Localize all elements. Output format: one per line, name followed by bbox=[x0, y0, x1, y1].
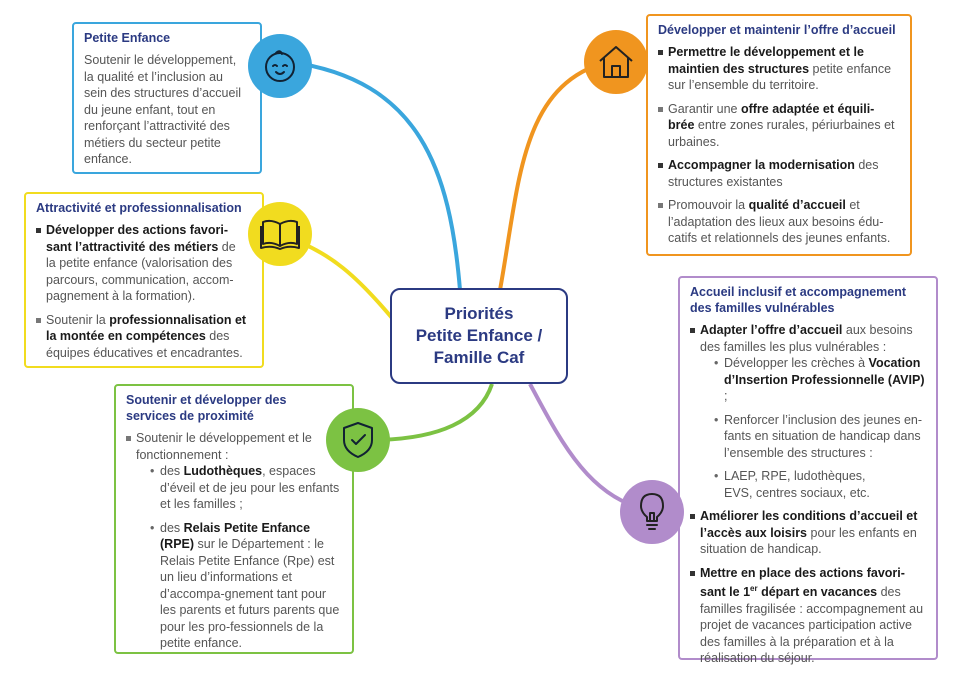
inclusif-sub-1: Développer les crèches à Vocation d’Inse… bbox=[712, 355, 926, 405]
attractivite-item-1: Développer des actions favori-sant l’att… bbox=[36, 222, 252, 305]
proximite-sub-1: des Ludothèques, espaces d’éveil et de j… bbox=[148, 463, 342, 513]
offre-item-2: Garantir une offre adaptée et équili-bré… bbox=[658, 101, 900, 151]
inclusif-title: Accueil inclusif et accompagnement des f… bbox=[690, 285, 907, 315]
lightbulb-icon bbox=[620, 480, 684, 544]
inclusif-item-2: Améliorer les conditions d’accueil et l’… bbox=[690, 508, 926, 558]
petite-enfance-title: Petite Enfance bbox=[84, 31, 171, 45]
central-title-box: Priorités Petite Enfance / Famille Caf bbox=[390, 288, 568, 384]
proximite-title: Soutenir et développer des services de p… bbox=[126, 393, 287, 423]
offre-item-3: Accompagner la modernisation des structu… bbox=[658, 157, 900, 190]
attractivite-card: Attractivité et professionnalisation Dév… bbox=[24, 192, 264, 368]
connector-blue bbox=[289, 60, 462, 291]
connector-orange bbox=[498, 58, 616, 291]
proximite-card: Soutenir et développer des services de p… bbox=[114, 384, 354, 654]
attractivite-item-2: Soutenir la professionnalisation et la m… bbox=[36, 312, 252, 362]
inclusif-card: Accueil inclusif et accompagnement des f… bbox=[678, 276, 938, 665]
attractivite-title: Attractivité et professionnalisation bbox=[36, 201, 242, 215]
open-book-icon bbox=[248, 202, 312, 266]
petite-enfance-card: Petite Enfance Soutenir le développement… bbox=[72, 22, 262, 174]
petite-enfance-text: Soutenir le développement, la qualité et… bbox=[84, 53, 242, 166]
proximite-sub-2: des Relais Petite Enfance (RPE) sur le D… bbox=[148, 520, 342, 652]
offre-title: Développer et maintenir l’offre d’accuei… bbox=[658, 23, 896, 37]
center-line-2: Petite Enfance / bbox=[415, 326, 543, 345]
shield-check-icon bbox=[326, 408, 390, 472]
inclusif-sub-3: LAEP, RPE, ludothèques, EVS, centres soc… bbox=[712, 468, 926, 501]
inclusif-item-3: Mettre en place des actions favori-sant … bbox=[690, 565, 926, 667]
offre-card: Développer et maintenir l’offre d’accuei… bbox=[646, 14, 912, 256]
inclusif-item-1: Adapter l’offre d’accueil aux besoins de… bbox=[690, 322, 926, 501]
inclusif-sub-2: Renforcer l’inclusion des jeunes en-fant… bbox=[712, 412, 926, 462]
baby-face-icon bbox=[248, 34, 312, 98]
house-icon bbox=[584, 30, 648, 94]
proximite-item-1: Soutenir le développement et le fonction… bbox=[126, 430, 342, 652]
center-line-3: Famille Caf bbox=[433, 348, 525, 367]
center-line-1: Priorités bbox=[444, 304, 514, 323]
connector-green bbox=[369, 383, 494, 442]
offre-item-1: Permettre le développement et le maintie… bbox=[658, 44, 900, 94]
offre-item-4: Promouvoir la qualité d’accueil et l’ada… bbox=[658, 197, 900, 247]
